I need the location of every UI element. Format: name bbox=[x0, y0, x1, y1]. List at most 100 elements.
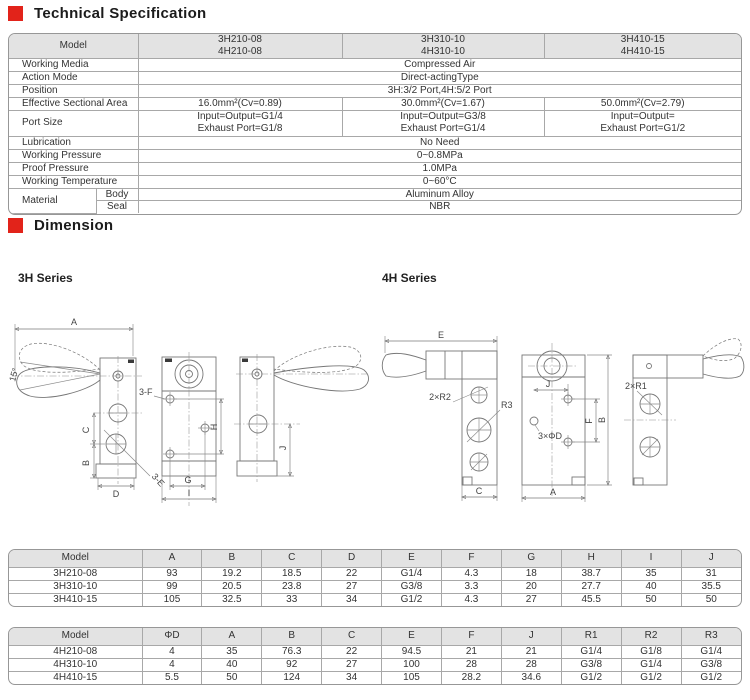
cell: 92 bbox=[261, 657, 323, 672]
cell: 27 bbox=[321, 579, 383, 594]
dim-label-2r2: 2×R2 bbox=[429, 392, 451, 402]
col-header: C bbox=[261, 550, 323, 568]
col-header: ΦD bbox=[141, 628, 203, 646]
cell: G3/8 bbox=[381, 579, 442, 594]
cell: 4H410-15 bbox=[9, 670, 143, 684]
dim-label-f: F bbox=[584, 418, 594, 424]
cell: 3.3 bbox=[440, 579, 502, 594]
col-header: Model bbox=[9, 628, 143, 646]
dim-label-2r1: 2×R1 bbox=[625, 381, 647, 391]
cell: 20.5 bbox=[201, 579, 263, 594]
dim-label-3phid: 3×ΦD bbox=[538, 431, 562, 441]
dim-label-d: D bbox=[113, 489, 120, 499]
cell: 35.5 bbox=[680, 579, 741, 594]
red-square-icon bbox=[8, 6, 23, 21]
cell: 4 bbox=[141, 657, 203, 672]
cell: 23.8 bbox=[261, 579, 323, 594]
cell: G1/8 bbox=[620, 644, 682, 659]
cell: 4 bbox=[141, 644, 203, 659]
value-position: 3H:3/2 Port,4H:5/2 Port bbox=[137, 83, 741, 98]
dim-label-j: J bbox=[278, 446, 288, 451]
value-effective-area-3: 50.0mm²(Cv=2.79) bbox=[543, 96, 741, 111]
value-working-temperature: 0~60°C bbox=[137, 174, 741, 189]
col-header: E bbox=[381, 628, 442, 646]
col-header: D bbox=[321, 550, 383, 568]
cell: 105 bbox=[141, 592, 203, 606]
col-header: G bbox=[500, 550, 562, 568]
value-material-body: Aluminum Alloy bbox=[137, 187, 741, 202]
cell: 3H410-15 bbox=[9, 592, 143, 606]
cell: 45.5 bbox=[560, 592, 622, 606]
cell: G3/8 bbox=[560, 657, 622, 672]
dimension-header: Dimension bbox=[8, 217, 113, 234]
row-label-material-seal: Seal bbox=[96, 200, 139, 214]
cell: 28 bbox=[500, 657, 562, 672]
dim-label-angle: 15° bbox=[8, 366, 21, 382]
cell: G1/2 bbox=[620, 670, 682, 684]
dim-label-c: C bbox=[476, 486, 483, 496]
dim-label-r3: R3 bbox=[501, 400, 513, 410]
cell: 93 bbox=[141, 566, 203, 581]
col-header: C bbox=[321, 628, 383, 646]
dim-table-4h: Model ΦD A B C E F J R1 R2 R3 4H210-08 4… bbox=[8, 627, 742, 685]
cell: 21 bbox=[440, 644, 502, 659]
cell: G1/4 bbox=[560, 644, 622, 659]
table-row: 4H310-10 4 40 92 27 100 28 28 G3/8 G1/4 … bbox=[9, 657, 741, 672]
cell: 5.5 bbox=[141, 670, 203, 684]
value-effective-area-2: 30.0mm²(Cv=1.67) bbox=[341, 96, 545, 111]
dim-label-c: C bbox=[81, 426, 91, 433]
table-row: 4H410-15 5.5 50 124 34 105 28.2 34.6 G1/… bbox=[9, 670, 741, 684]
red-square-icon bbox=[8, 218, 23, 233]
row-label-material-body: Body bbox=[95, 187, 139, 202]
cell: G1/4 bbox=[620, 657, 682, 672]
cell: 18 bbox=[500, 566, 562, 581]
table-row: 4H210-08 4 35 76.3 22 94.5 21 21 G1/4 G1… bbox=[9, 644, 741, 659]
cell: G3/8 bbox=[680, 657, 741, 672]
3h-series-drawing: A 15° 3-E C B D bbox=[8, 317, 370, 506]
cell: 4H210-08 bbox=[9, 644, 143, 659]
dim-label-b: B bbox=[597, 417, 607, 423]
col-header: J bbox=[680, 550, 741, 568]
row-label-lubrication: Lubrication bbox=[9, 135, 139, 150]
cell: G1/4 bbox=[381, 566, 442, 581]
cell: 22 bbox=[321, 644, 383, 659]
cell: 50 bbox=[201, 670, 263, 684]
dim-label-b: B bbox=[81, 460, 91, 466]
col-header: R2 bbox=[620, 628, 682, 646]
table-row: 3H410-15 105 32.5 33 34 G1/2 4.3 27 45.5… bbox=[9, 592, 741, 606]
col-header: H bbox=[560, 550, 622, 568]
cell: 22 bbox=[321, 566, 383, 581]
cell: 27.7 bbox=[560, 579, 622, 594]
table-row: 3H210-08 93 19.2 18.5 22 G1/4 4.3 18 38.… bbox=[9, 566, 741, 581]
col-header: E bbox=[381, 550, 442, 568]
cell: 20 bbox=[500, 579, 562, 594]
dim-label-h: H bbox=[209, 424, 219, 431]
dim-label-e: E bbox=[438, 330, 444, 340]
dim-label-a: A bbox=[71, 317, 77, 327]
row-label-action-mode: Action Mode bbox=[9, 70, 139, 85]
cell: 34 bbox=[321, 670, 383, 684]
cell: 4H310-10 bbox=[9, 657, 143, 672]
dim-label-g: G bbox=[184, 475, 191, 485]
spec-model-col1: 3H210-08 4H210-08 bbox=[137, 34, 343, 59]
row-label-effective-area: Effective Sectional Area bbox=[9, 96, 139, 111]
cell: 4.3 bbox=[440, 566, 502, 581]
cell: 40 bbox=[620, 579, 682, 594]
dim-label-3e: 3-E bbox=[150, 471, 167, 488]
dim-table-3h: Model A B C D E F G H I J 3H210-08 93 19… bbox=[8, 549, 742, 607]
series-label-3h: 3H Series bbox=[18, 271, 73, 285]
cell: G1/2 bbox=[381, 592, 442, 606]
cell: 35 bbox=[201, 644, 263, 659]
table-row: 3H310-10 99 20.5 23.8 27 G3/8 3.3 20 27.… bbox=[9, 579, 741, 594]
cell: 31 bbox=[680, 566, 741, 581]
cell: 27 bbox=[321, 657, 383, 672]
value-port-size-3: Input=Output= Exhaust Port=G1/2 bbox=[543, 109, 741, 137]
value-port-size-2: Input=Output=G3/8 Exhaust Port=G1/4 bbox=[341, 109, 545, 137]
spec-model-col3: 3H410-15 4H410-15 bbox=[543, 34, 741, 59]
cell: 38.7 bbox=[560, 566, 622, 581]
cell: 28.2 bbox=[440, 670, 502, 684]
spec-model-col2: 3H310-10 4H310-10 bbox=[341, 34, 545, 59]
cell: 40 bbox=[201, 657, 263, 672]
row-label-working-media: Working Media bbox=[9, 57, 139, 72]
